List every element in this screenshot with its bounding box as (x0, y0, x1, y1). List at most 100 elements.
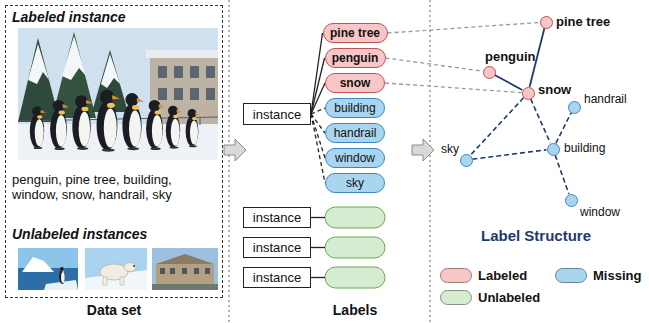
photo-building (150, 56, 218, 124)
legend-swatch (555, 268, 587, 283)
penguin (72, 95, 93, 150)
node-label: penguin (485, 49, 536, 64)
tree-snow (62, 36, 86, 80)
structure-edge (556, 113, 571, 143)
separator-line (430, 0, 431, 323)
bear-leg (120, 277, 124, 285)
node-label: sky (346, 176, 364, 190)
penguin (166, 106, 182, 149)
legend-text: Missing (593, 268, 641, 283)
penguin (146, 100, 165, 150)
missing-link (311, 114, 325, 183)
unlabeled-photo (152, 248, 218, 290)
building-window (182, 268, 187, 274)
label-node: penguin (483, 66, 496, 79)
node-label: pine tree (330, 26, 380, 40)
handrail-post (200, 117, 201, 125)
node-label: pine tree (556, 14, 610, 29)
legend-swatch (440, 290, 472, 305)
label-node: pine tree (540, 16, 553, 29)
node-label: handrail (584, 92, 627, 107)
label-pill: penguin (325, 48, 386, 68)
node-label: building (564, 141, 605, 156)
building-window (158, 66, 167, 78)
unlabeled-photo (85, 248, 147, 290)
node-label: window (335, 151, 375, 165)
photo-ground (152, 284, 218, 290)
penguin (97, 90, 120, 152)
node-label: handrail (334, 126, 377, 140)
labeled-link (311, 58, 325, 114)
photo-sky (152, 248, 218, 290)
node-label: window (580, 205, 620, 220)
building-window (174, 88, 183, 100)
building-window (194, 268, 199, 274)
label-node: sky (460, 154, 473, 167)
node-label: building (334, 101, 375, 115)
labeled-link (311, 83, 325, 114)
mapping-link (388, 22, 540, 33)
missing-link (311, 108, 325, 114)
photo-sky (85, 248, 147, 290)
instance-box: instance (243, 267, 311, 288)
label-pill: handrail (325, 123, 385, 143)
structure-edge (470, 98, 523, 155)
label-pill: window (325, 148, 385, 168)
penguin (59, 267, 65, 284)
node-label: penguin (332, 51, 379, 65)
tree-snow (28, 44, 49, 84)
structure-edge (555, 155, 569, 194)
structure-edge (472, 150, 546, 159)
label-node: snow (522, 87, 535, 100)
unlabeled-link (311, 217, 325, 218)
label-node: window (565, 194, 578, 207)
unlabeled-link (311, 277, 325, 278)
structure-edge (495, 75, 523, 90)
node-label: instance (253, 210, 301, 225)
photo-building (156, 264, 214, 284)
building-window (158, 88, 167, 100)
penguin (122, 93, 144, 150)
node-label: instance (253, 240, 301, 255)
building-window (206, 66, 215, 78)
instance-box: instance (243, 207, 311, 228)
node-label: snow (538, 82, 571, 97)
flow-arrow (412, 139, 434, 161)
label-node: building (547, 143, 560, 156)
legend-item: Unlabeled (440, 290, 540, 305)
unlabeled-pill (325, 237, 385, 258)
legend-item: Missing (555, 268, 641, 283)
label-pill: snow (325, 73, 385, 93)
panel-text: Data set (6, 302, 222, 319)
node-label: instance (253, 107, 301, 122)
building-window (206, 88, 215, 100)
unlabeled-link (311, 247, 325, 248)
panel-text: Labeled instance (12, 9, 126, 25)
bear-leg (103, 277, 107, 285)
bear-eye (133, 265, 135, 267)
iceberg (22, 257, 54, 272)
unlabeled-pill (325, 267, 385, 288)
building-window (160, 268, 165, 274)
building-window (190, 66, 199, 78)
photo-sky (18, 248, 78, 268)
building-window (174, 66, 183, 78)
tree-snow (101, 54, 120, 88)
structure-caption: Label Structure (481, 227, 591, 245)
penguin (30, 106, 46, 149)
separator-line (229, 0, 230, 323)
dataset-panel: Labeled instancepenguin, pine tree, buil… (5, 5, 223, 298)
legend-swatch (440, 268, 472, 283)
column-caption: Labels (333, 302, 377, 319)
mapping-link (386, 58, 483, 71)
building-window (190, 88, 199, 100)
roof-snow (146, 50, 218, 58)
penguin-photo (18, 28, 218, 160)
node-label: snow (340, 76, 371, 90)
flow-arrow (224, 139, 246, 161)
building-roof (156, 254, 214, 264)
unlabeled-pill (325, 207, 385, 228)
